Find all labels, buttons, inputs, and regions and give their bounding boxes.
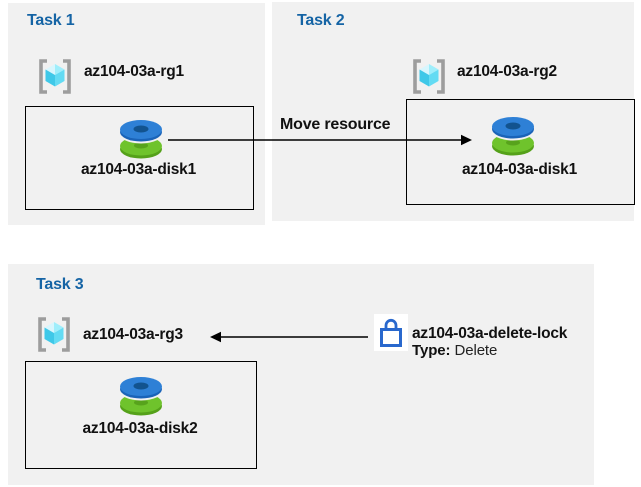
- resource-box-task-2: [406, 99, 635, 205]
- resource-name: az104-03a-disk1: [461, 161, 578, 178]
- resource-name: az104-03a-disk1: [80, 161, 197, 178]
- resource-group-icon: [38, 317, 70, 352]
- panel-task-3: [8, 264, 594, 485]
- resource-group-name: az104-03a-rg1: [84, 63, 184, 80]
- task-3-heading: Task 3: [36, 276, 84, 293]
- panel-task-1: [8, 3, 265, 225]
- resource-group-icon: [39, 59, 71, 94]
- disk-icon: [118, 377, 164, 416]
- resource-group-icon: [413, 59, 445, 94]
- task-1-heading: Task 1: [27, 12, 75, 29]
- resource-group-name: az104-03a-rg2: [457, 63, 557, 80]
- lock-type-label: Type:: [412, 342, 451, 359]
- lock-type: Type: Delete: [412, 342, 497, 359]
- lock-icon-backing: [374, 314, 408, 351]
- resource-box-task-1: [25, 106, 254, 210]
- resource-name: az104-03a-disk2: [82, 420, 198, 437]
- task-2-heading: Task 2: [297, 12, 345, 29]
- lock-icon: [380, 318, 402, 347]
- panel-task-2: [272, 2, 634, 221]
- disk-icon: [490, 117, 536, 156]
- lock-type-value: Delete: [454, 342, 498, 359]
- resource-box-task-3: [25, 361, 257, 469]
- move-resource-label: Move resource: [280, 116, 391, 133]
- resource-group-name: az104-03a-rg3: [83, 326, 183, 343]
- disk-icon: [118, 120, 164, 159]
- lock-name: az104-03a-delete-lock: [412, 325, 568, 342]
